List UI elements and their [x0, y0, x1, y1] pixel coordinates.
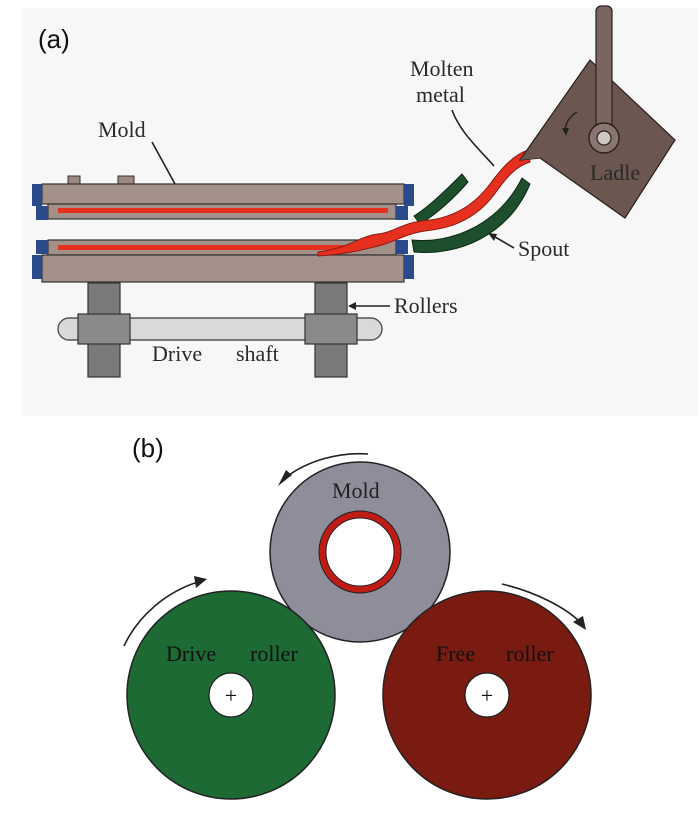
label-drive-shaft-word1: Drive [152, 341, 202, 366]
mold-bottom-wall [32, 239, 414, 283]
mold-rotation-arrow [284, 452, 369, 479]
panel-a: (a) [22, 5, 698, 416]
roller-right [304, 282, 358, 378]
panel-b: (b) Mold Drive roller Free roller [123, 433, 592, 800]
label-b-mold: Mold [332, 478, 380, 503]
leader-mold [151, 141, 176, 185]
label-molten-metal-line2: metal [416, 82, 465, 107]
label-ladle: Ladle [590, 160, 640, 185]
mold-cross-section [269, 461, 451, 643]
drive-shaft [57, 317, 383, 341]
free-roller-rotation-arrowhead [573, 616, 586, 630]
mold-rotation-arrowhead [278, 470, 292, 486]
free-roller [382, 590, 592, 800]
drive-roller-rotation-arrowhead [194, 576, 207, 588]
label-drive-roller-word1: Drive [166, 641, 216, 666]
drive-roller [126, 590, 336, 800]
label-drive-shaft-word2: shaft [236, 341, 279, 366]
panel-b-tag: (b) [132, 433, 164, 463]
free-roller-center-mark: + [481, 683, 493, 708]
free-roller-rotation-arrow [501, 583, 581, 623]
label-spout: Spout [518, 236, 569, 261]
label-drive-roller-word2: roller [250, 641, 298, 666]
drive-roller-rotation-arrow [123, 581, 199, 647]
leader-molten-metal [451, 109, 495, 167]
label-rollers: Rollers [394, 293, 458, 318]
mold-top-wall [32, 175, 414, 220]
ladle [518, 5, 676, 219]
label-molten-metal-line1: Molten [410, 56, 474, 81]
label-free-roller-word2: roller [506, 641, 554, 666]
roller-left [77, 282, 131, 378]
spout [411, 173, 531, 253]
panel-a-tag: (a) [38, 24, 70, 54]
drive-roller-center-mark: + [225, 683, 237, 708]
label-mold: Mold [98, 117, 146, 142]
label-free-roller-word1: Free [436, 641, 475, 666]
